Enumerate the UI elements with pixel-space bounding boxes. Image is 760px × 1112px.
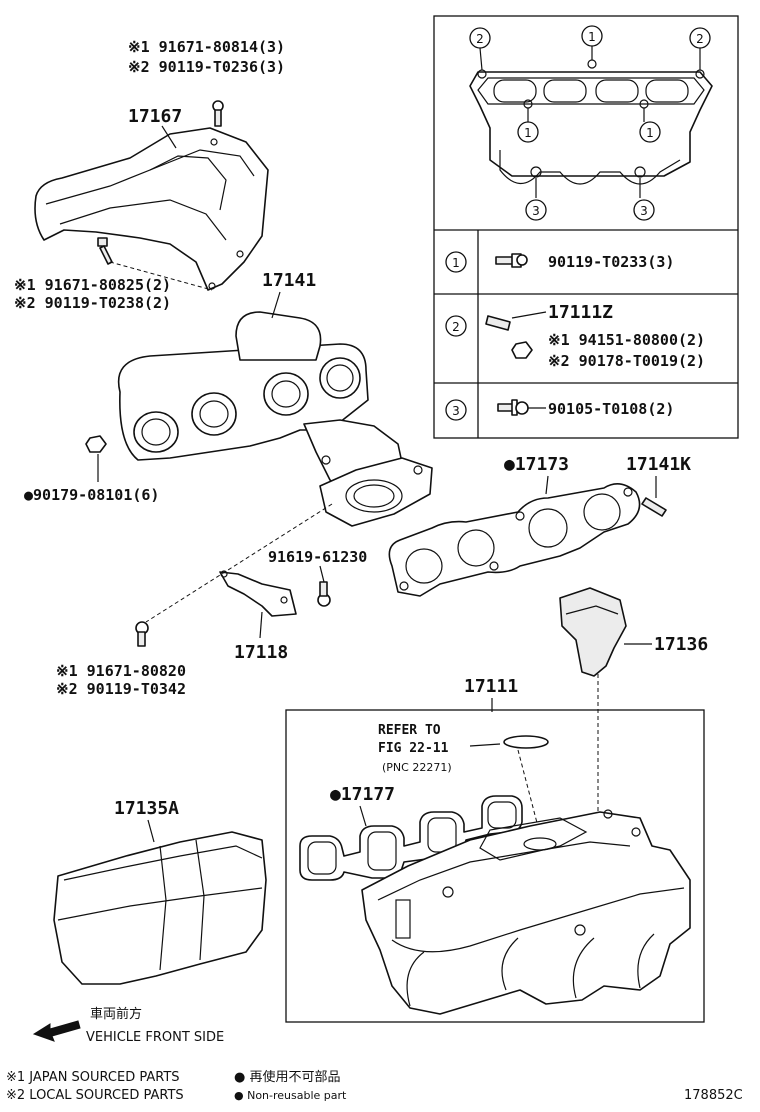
bolt-icon xyxy=(317,581,331,607)
inset-callout: 3 xyxy=(633,199,655,221)
inset-callout: 1 xyxy=(517,121,539,143)
bolt-label: ※2 90119-T0238(2) xyxy=(14,294,171,312)
inset-callout: 2 xyxy=(689,27,711,49)
part-number: 17111Z xyxy=(548,302,613,323)
bracket-17118 xyxy=(219,570,297,617)
part-number: 90105-T0108(2) xyxy=(548,400,674,418)
bolt-label: ※1 91671-80814(3) xyxy=(128,38,285,56)
inset-row-1: 1 90119-T0233(3) xyxy=(445,251,674,273)
legend-japan: ※1 JAPAN SOURCED PARTS xyxy=(6,1070,180,1085)
svg-text:2: 2 xyxy=(696,32,704,46)
label-17118: 17118 xyxy=(234,642,288,663)
legend-nonreusable-jp: ● 再使用不可部品 xyxy=(234,1069,340,1085)
label-90179: ●90179-08101(6) xyxy=(24,486,159,504)
refer-text: REFER TO xyxy=(378,723,441,738)
part-number: 90119-T0233(3) xyxy=(548,253,674,271)
label-17141: 17141 xyxy=(262,270,316,291)
svg-text:1: 1 xyxy=(646,126,654,140)
nut-icon xyxy=(511,341,533,359)
nut-icon xyxy=(85,435,107,453)
svg-text:3: 3 xyxy=(640,204,648,218)
svg-text:3: 3 xyxy=(532,204,540,218)
o-ring xyxy=(503,735,549,749)
svg-text:2: 2 xyxy=(452,320,460,334)
heat-insulator-17167 xyxy=(34,127,269,291)
part-number: ※1 94151-80800(2) xyxy=(548,331,705,349)
bolt-label: ※1 91671-80820 xyxy=(56,662,186,680)
bolt-icon xyxy=(495,253,528,268)
svg-text:1: 1 xyxy=(452,256,460,270)
stud-icon xyxy=(485,315,511,331)
bolt-label: ※2 90119-T0236(3) xyxy=(128,58,285,76)
figure-id: 178852C xyxy=(684,1088,743,1103)
label-91619: 91619-61230 xyxy=(268,548,367,566)
svg-text:1: 1 xyxy=(524,126,532,140)
engine-cover-17135A xyxy=(53,831,267,985)
refer-pnc: (PNC 22271) xyxy=(382,761,452,774)
inset-callout: 2 xyxy=(469,27,491,49)
intake-manifold-17111 xyxy=(361,809,691,1015)
exhaust-manifold-17141 xyxy=(117,311,433,527)
svg-text:3: 3 xyxy=(452,404,460,418)
label-17173: ●17173 xyxy=(504,454,569,475)
inset-panel: 2 1 2 1 1 3 3 1 90119-T0233(3) 2 xyxy=(433,15,739,439)
inset-callout: 1 xyxy=(639,121,661,143)
label-17177: ●17177 xyxy=(330,784,395,805)
bolt-icon xyxy=(135,621,149,647)
bolt-icon xyxy=(97,237,113,265)
inset-row-2: 2 17111Z ※1 94151-80800(2) ※2 90178-T001… xyxy=(445,302,705,370)
flange-bolt-icon xyxy=(497,399,529,416)
inset-callout: 3 xyxy=(525,199,547,221)
legend-local: ※2 LOCAL SOURCED PARTS xyxy=(6,1088,184,1103)
inset-manifold-drawing xyxy=(469,46,713,198)
svg-text:1: 1 xyxy=(588,30,596,44)
refer-text: FIG 22-11 xyxy=(378,741,449,756)
bolt-label: ※2 90119-T0342 xyxy=(56,680,186,698)
intake-manifold-frame xyxy=(285,709,705,1023)
front-label-en: VEHICLE FRONT SIDE xyxy=(86,1030,224,1045)
label-17135A: 17135A xyxy=(114,798,179,819)
bolt-icon xyxy=(212,100,224,127)
part-number: ※2 90178-T0019(2) xyxy=(548,352,705,370)
svg-text:2: 2 xyxy=(476,32,484,46)
legend-nonreusable-en: ● Non-reusable part xyxy=(234,1089,347,1102)
gasket-17173 xyxy=(388,483,641,597)
label-17167: 17167 xyxy=(128,106,182,127)
vehicle-front-arrow-icon xyxy=(32,1020,81,1042)
inset-callout: 1 xyxy=(581,25,603,47)
label-17141K: 17141K xyxy=(626,454,691,475)
label-17136: 17136 xyxy=(654,634,708,655)
label-17111: 17111 xyxy=(464,676,518,697)
bolt-label: ※1 91671-80825(2) xyxy=(14,276,171,294)
front-label-jp: 車両前方 xyxy=(90,1006,142,1022)
stud-icon xyxy=(641,497,667,517)
inset-row-3: 3 90105-T0108(2) xyxy=(445,399,674,421)
insulator-17136 xyxy=(559,587,627,677)
